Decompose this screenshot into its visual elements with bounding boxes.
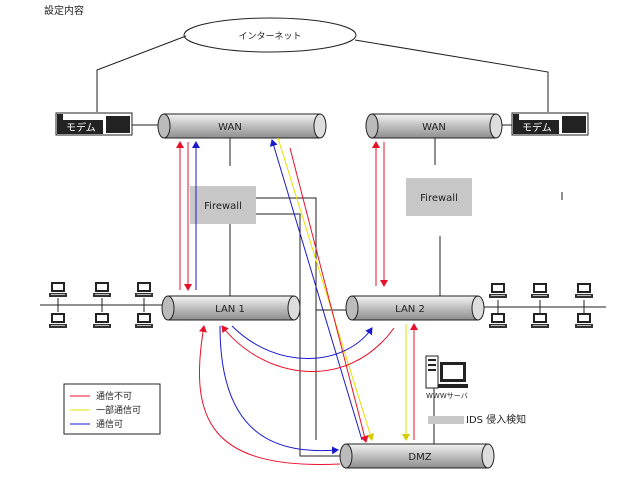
client-pc-icon (49, 313, 67, 328)
arrow-dmz-to-lan1-deny (198, 325, 341, 465)
legend-label-deny: 通信不可 (96, 390, 132, 402)
www-server-label: WWWサーバ (426, 392, 468, 400)
legend: 通信不可 一部通信可 通信可 (63, 383, 161, 435)
left-modem: モデム (55, 112, 133, 136)
arrow-wan-to-dmz-partial (277, 137, 375, 441)
arrow-lan2-to-lan1-deny (221, 325, 395, 372)
firewall-right: Firewall (406, 178, 472, 216)
client-pc-icon (93, 313, 111, 328)
client-pc-icon (489, 313, 507, 328)
wan-right-label: WAN (422, 122, 446, 133)
arrow-lan1-to-lan2-allow (231, 325, 373, 359)
left-modem-label: モデム (66, 121, 96, 134)
ids-node: IDS 侵入検知 (428, 413, 526, 426)
right-modem: モデム (511, 112, 589, 136)
wan-left-segment: WAN (157, 113, 327, 139)
internet-to-left-modem-line (96, 35, 187, 112)
dmz-segment: DMZ (339, 443, 495, 469)
firewall-right-label: Firewall (420, 193, 458, 204)
internet-to-right-modem-line (354, 39, 549, 112)
client-pc-icon (531, 313, 549, 328)
legend-label-partial: 一部通信可 (96, 404, 141, 416)
ids-label: IDS 侵入検知 (466, 413, 526, 426)
firewall-left: Firewall (190, 186, 256, 224)
lan2-label: LAN 2 (395, 304, 425, 315)
wan-right-segment: WAN (365, 113, 503, 139)
firewall-left-label: Firewall (204, 201, 242, 212)
client-pc-icon (93, 282, 111, 297)
lan1-segment: LAN 1 (161, 295, 301, 321)
lan1-clients (40, 282, 162, 328)
client-pc-icon (135, 313, 153, 328)
arrow-dmz-to-wan-allow (269, 139, 363, 441)
firewall-to-dmz-connector-1 (256, 197, 317, 440)
wan-left-label: WAN (218, 122, 242, 133)
internet-label: インターネット (238, 31, 301, 42)
client-pc-icon (135, 282, 153, 297)
right-modem-label: モデム (522, 121, 552, 134)
internet-node: インターネット (183, 17, 357, 53)
page-title: 設定内容 (44, 4, 84, 17)
firewall-to-dmz-connector-2 (256, 213, 340, 457)
lan2-clients (484, 283, 606, 328)
client-pc-icon (49, 282, 67, 297)
client-pc-icon (575, 313, 593, 328)
lan2-segment: LAN 2 (345, 295, 485, 321)
client-pc-icon (531, 283, 549, 298)
lan1-label: LAN 1 (215, 304, 245, 315)
client-pc-icon (575, 283, 593, 298)
arrow-lan1-to-dmz-allow (219, 325, 339, 455)
legend-label-allow: 通信可 (96, 418, 123, 430)
arrow-wan-to-dmz-deny (289, 147, 369, 443)
client-pc-icon (489, 283, 507, 298)
dmz-label: DMZ (408, 452, 431, 463)
www-server: WWWサーバ (425, 355, 468, 444)
